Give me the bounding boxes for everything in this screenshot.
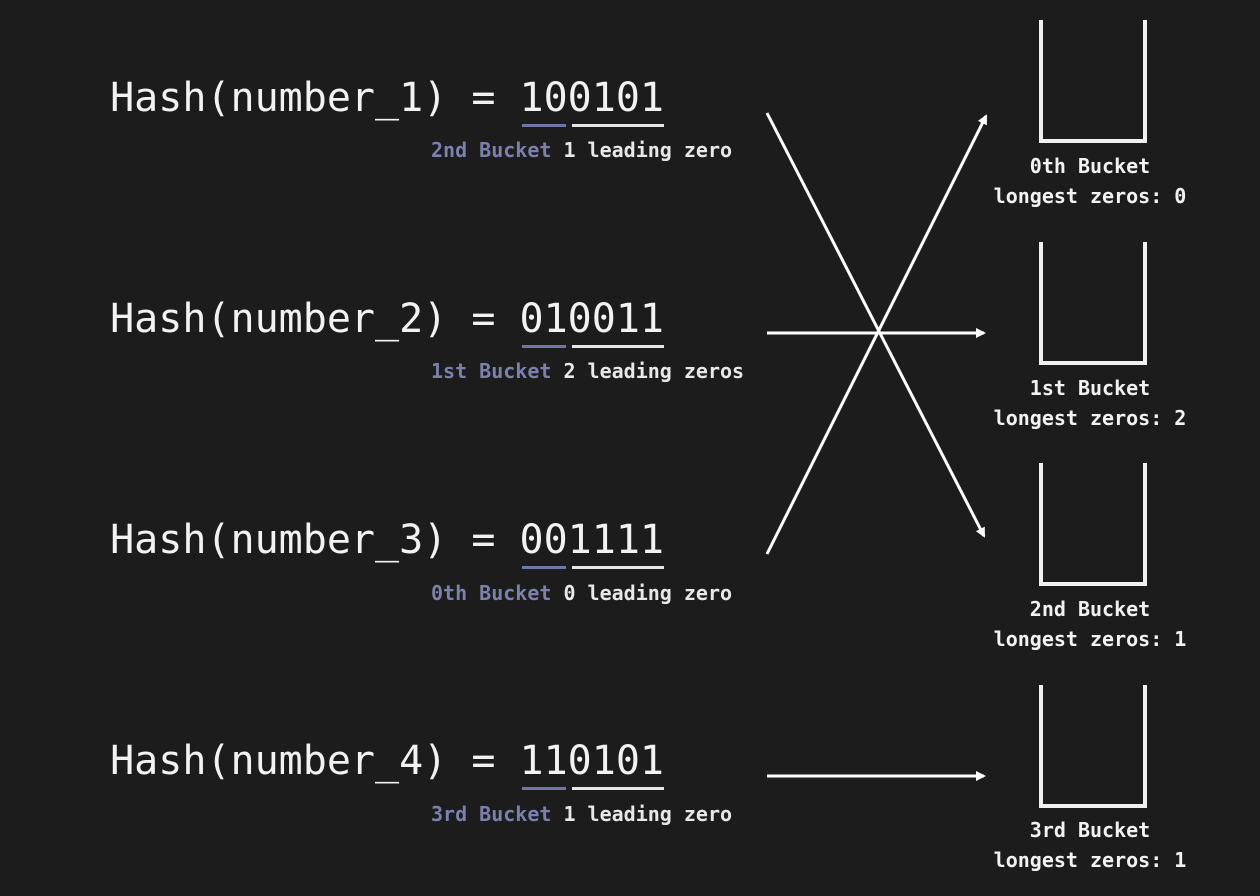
remaining-bits: 1111 — [567, 517, 664, 563]
hash-caption-1: 2nd Bucket 1 leading zero — [431, 138, 732, 162]
hash-expression-1: Hash(number_1) = 100101 — [0, 74, 664, 122]
leading-zero-count: 2 leading zeros — [563, 359, 745, 383]
bucket-index-bits: 01 — [519, 296, 568, 342]
bucket-name: 0th Bucket — [1029, 154, 1151, 178]
hash-expression-4: Hash(number_4) = 110101 — [0, 737, 664, 785]
bucket-assignment: 1st Bucket — [431, 359, 552, 383]
hash-label: Hash(number_4) = — [110, 738, 520, 784]
bucket-longest-zeros: longest zeros: 1 — [993, 848, 1187, 872]
hash-caption-3: 0th Bucket 0 leading zero — [431, 581, 732, 605]
bucket-name: 1st Bucket — [1029, 376, 1151, 400]
leading-zero-count: 0 leading zero — [563, 581, 733, 605]
bucket-name: 2nd Bucket — [1029, 597, 1151, 621]
hash-label: Hash(number_2) = — [110, 296, 520, 342]
bucket-longest-zeros: longest zeros: 0 — [993, 184, 1187, 208]
bucket-1-container — [1039, 242, 1147, 365]
leading-zero-count: 1 leading zero — [563, 802, 733, 826]
bucket-index-bits: 11 — [519, 738, 568, 784]
bucket-assignment: 0th Bucket — [431, 581, 552, 605]
bucket-0-container — [1039, 20, 1147, 143]
bucket-3-container — [1039, 685, 1147, 808]
bucket-assignment: 3rd Bucket — [431, 802, 552, 826]
bucket-2-caption: 2nd Bucket longest zeros: 1 — [960, 594, 1220, 654]
hash-caption-2: 1st Bucket 2 leading zeros — [431, 359, 744, 383]
arrow-hash1-to-bucket2 — [765, 112, 986, 538]
bucket-longest-zeros: longest zeros: 2 — [993, 406, 1187, 430]
hash-expression-3: Hash(number_3) = 001111 — [0, 516, 664, 564]
bucket-assignment: 2nd Bucket — [431, 138, 552, 162]
bucket-index-bits: 10 — [519, 75, 568, 121]
bucket-3-caption: 3rd Bucket longest zeros: 1 — [960, 815, 1220, 875]
remaining-bits: 0011 — [567, 296, 664, 342]
remaining-bits: 0101 — [567, 738, 664, 784]
hash-expression-2: Hash(number_2) = 010011 — [0, 295, 664, 343]
bucket-name: 3rd Bucket — [1029, 818, 1151, 842]
bucket-2-container — [1039, 463, 1147, 586]
hash-label: Hash(number_3) = — [110, 517, 520, 563]
hash-caption-4: 3rd Bucket 1 leading zero — [431, 802, 732, 826]
arrow-hash3-to-bucket0 — [765, 114, 988, 555]
bucket-longest-zeros: longest zeros: 1 — [993, 627, 1187, 651]
bucket-0-caption: 0th Bucket longest zeros: 0 — [960, 151, 1220, 211]
leading-zero-count: 1 leading zero — [563, 138, 733, 162]
bucket-index-bits: 00 — [519, 517, 568, 563]
remaining-bits: 0101 — [567, 75, 664, 121]
hash-label: Hash(number_1) = — [110, 75, 520, 121]
bucket-1-caption: 1st Bucket longest zeros: 2 — [960, 373, 1220, 433]
